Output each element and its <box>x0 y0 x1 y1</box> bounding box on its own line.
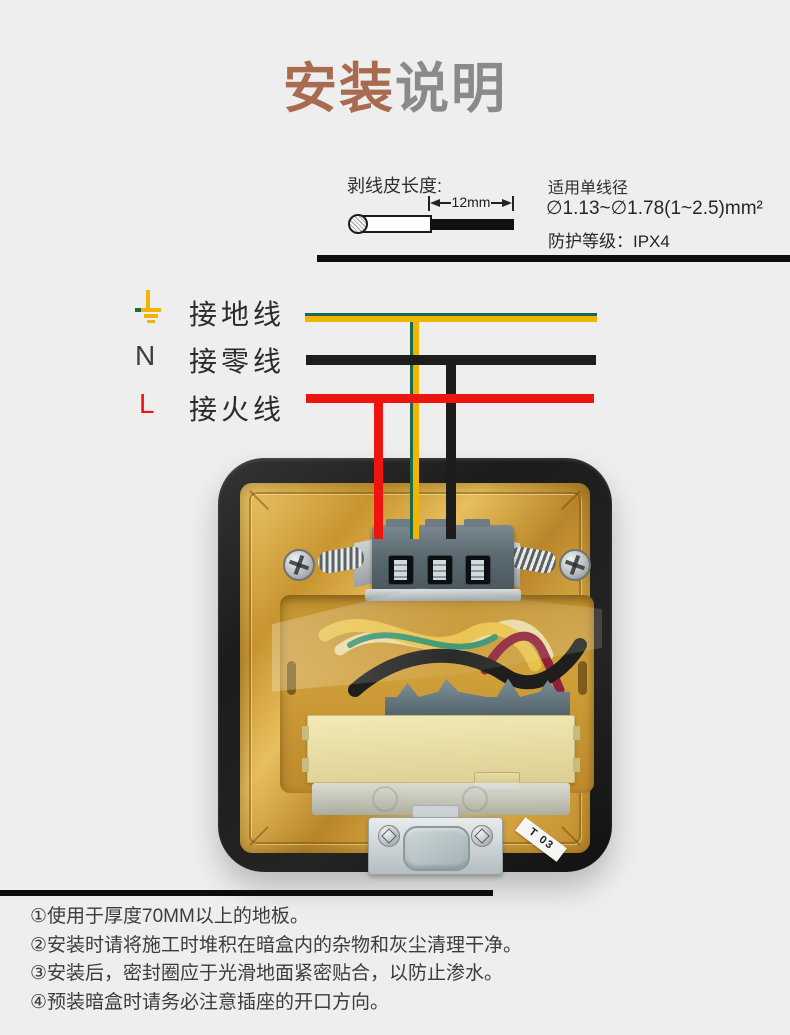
earth-ground-icon <box>131 288 163 324</box>
ground-wire-line <box>305 313 597 322</box>
latch-screw-left-icon <box>378 825 400 847</box>
dimension-line-right <box>491 202 503 204</box>
neutral-symbol: N <box>135 340 156 371</box>
ground-icon-stem <box>146 290 150 309</box>
note-line-4: ④预装暗盒时请务必注意插座的开口方向。 <box>30 991 390 1013</box>
phillips-screw-right-icon <box>559 549 591 581</box>
ground-wire-green-stripe <box>305 313 597 316</box>
bottom-latch-plate <box>368 817 503 875</box>
ground-icon-bar2 <box>144 314 158 318</box>
module-clip <box>573 726 580 740</box>
module-clip <box>573 758 580 772</box>
page-title-accent: 安装 <box>283 59 395 119</box>
dimension-arrow-left-icon <box>430 199 440 207</box>
phillips-screw-left-icon <box>283 549 315 581</box>
wire-diameter-value: ∅1.13~∅1.78(1~2.5)mm² <box>546 198 763 219</box>
terminal-bump <box>425 519 451 527</box>
module-clip <box>302 758 309 772</box>
ground-icon-bar1 <box>141 308 161 312</box>
terminal-window-ground <box>427 555 453 585</box>
ghost-circle <box>462 786 488 812</box>
ground-icon-green-nub <box>135 308 141 312</box>
module-clip <box>302 726 309 740</box>
neutral-wire-line <box>306 355 596 365</box>
live-symbol: L <box>139 388 155 419</box>
note-line-3: ③安装后，密封圈应于光滑地面紧密贴合，以防止渗水。 <box>30 963 504 984</box>
floor-socket-photo: T 03 <box>218 458 612 875</box>
terminal-block <box>365 519 521 601</box>
dimension-line-left <box>439 202 451 204</box>
terminal-screw-icon <box>471 560 484 580</box>
strip-length-value: 12mm <box>451 194 491 210</box>
latch-screw-right-icon <box>471 825 493 847</box>
neutral-wire-label: 接零线 <box>189 346 286 377</box>
wire-diameter-title: 适用单线径 <box>548 180 629 197</box>
footer-divider-bar <box>0 890 493 896</box>
live-wire-label: 接火线 <box>189 394 286 425</box>
dimension-arrow-right-icon <box>502 199 512 207</box>
recess-slot-right <box>578 661 587 695</box>
live-wire-vertical <box>374 399 383 539</box>
live-wire-line <box>306 394 594 403</box>
recess-slot-left <box>287 661 296 695</box>
dimension-tick-right <box>512 196 514 211</box>
installation-notes: ①使用于厚度70MM以上的地板。 ②安装时请将施工时堆积在暗盒内的杂物和灰尘清理… <box>30 903 770 1017</box>
note-line-1: ①使用于厚度70MM以上的地板。 <box>30 906 309 927</box>
ground-wire-vertical <box>410 317 419 539</box>
ground-wire-label: 接地线 <box>189 299 286 330</box>
strip-length-label: 剥线皮长度: <box>347 176 443 196</box>
terminal-bump <box>464 519 490 527</box>
page-title-gray: 说明 <box>395 59 507 119</box>
terminal-screw-icon <box>394 560 407 580</box>
ground-wire-green-stripe <box>410 317 413 539</box>
wire-stripped-graphic <box>430 219 514 230</box>
latch-button <box>403 826 470 871</box>
terminal-window-live <box>388 555 414 585</box>
socket-brass-plate: T 03 <box>240 483 602 875</box>
note-line-2: ②安装时请将施工时堆积在暗盒内的杂物和灰尘清理干净。 <box>30 934 523 956</box>
ghost-circle <box>372 786 398 812</box>
terminal-bump <box>386 519 412 527</box>
spec-divider-bar <box>317 255 790 262</box>
wire-end-hatch-icon <box>348 214 368 234</box>
dimension-tick-left <box>428 196 430 211</box>
protection-rating: 防护等级：IPX4 <box>548 232 670 251</box>
terminal-window-neutral <box>465 555 491 585</box>
terminal-screw-icon <box>433 560 446 580</box>
terminal-block-lip <box>365 589 521 601</box>
socket-module-cover <box>302 715 580 790</box>
wire-bundle <box>318 619 587 697</box>
page-title: 安装说明 <box>0 44 790 123</box>
neutral-wire-vertical <box>446 360 456 539</box>
ground-icon-bar3 <box>147 320 155 323</box>
